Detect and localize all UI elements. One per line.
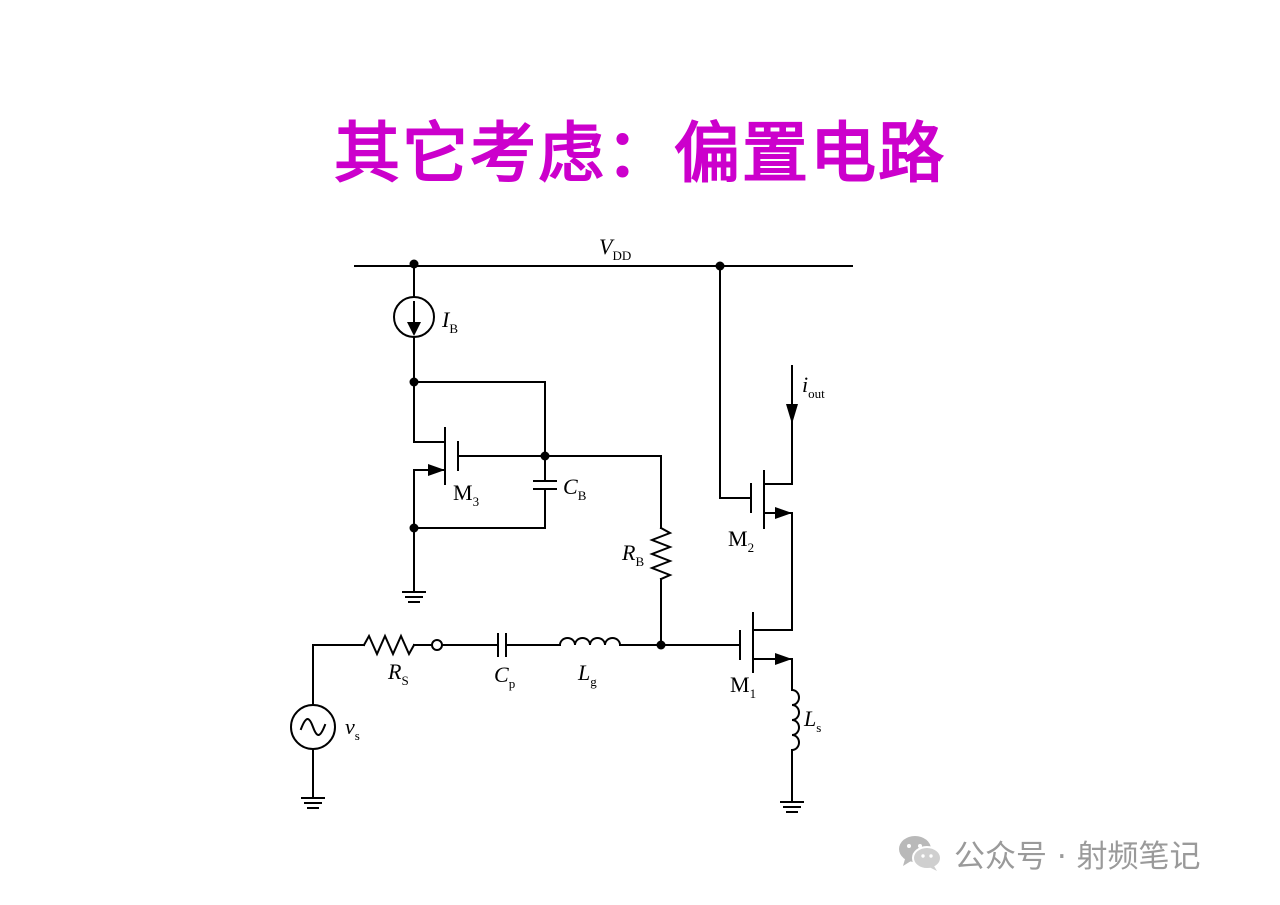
transistor-m1: [739, 612, 793, 691]
inductor-lg: [558, 637, 741, 647]
inductor-ls: [780, 688, 804, 813]
transistor-m2: [719, 265, 793, 631]
label-cb: CB: [563, 474, 587, 503]
label-m2: M2: [728, 526, 754, 555]
wechat-icon: [899, 836, 942, 871]
label-rb: RB: [621, 540, 644, 569]
label-vdd: VDD: [599, 234, 631, 263]
label-ib: IB: [441, 307, 458, 336]
current-source-ib: [393, 263, 435, 383]
slide-title: 其它考虑：偏置电路: [334, 114, 946, 192]
label-m3: M3: [453, 480, 479, 509]
source-vs: [290, 644, 336, 809]
capacitor-cp: [441, 633, 561, 657]
resistor-rs: [362, 633, 433, 657]
label-vs: vs: [345, 714, 360, 743]
resistor-rb: [649, 455, 673, 646]
transistor-m3: [413, 381, 662, 529]
label-cp: Cp: [494, 662, 515, 691]
label-rs: RS: [387, 659, 409, 688]
gate-node-m1: [656, 640, 666, 650]
input-terminal: [431, 639, 443, 651]
ground-m3: [402, 527, 426, 603]
capacitor-cb: [413, 455, 557, 529]
label-m1: M1: [730, 672, 756, 701]
label-lg: Lg: [577, 660, 597, 689]
label-ls: Ls: [803, 706, 821, 735]
label-iout: iout: [802, 372, 825, 401]
iout-arrow: [786, 365, 798, 424]
watermark-text: 公众号 · 射频笔记: [954, 838, 1201, 875]
watermark: 公众号 · 射频笔记: [896, 833, 1201, 875]
